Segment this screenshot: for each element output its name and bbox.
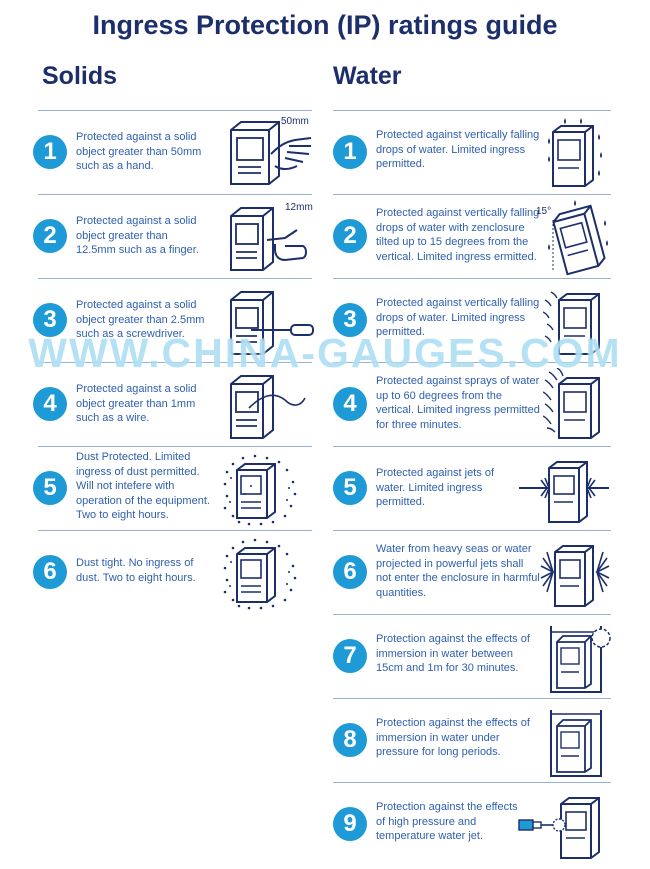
solids-item: 5 Dust Protected. Limited ingress of dus… xyxy=(33,446,313,530)
divider xyxy=(333,530,611,531)
rating-number-badge: 3 xyxy=(33,303,67,337)
screwdriver-icon xyxy=(223,284,318,360)
divider xyxy=(333,698,611,699)
rating-number-badge: 4 xyxy=(33,387,67,421)
high-pressure-jet-icon xyxy=(513,788,611,864)
finger-icon xyxy=(223,200,318,276)
tilted-drops-icon xyxy=(547,200,611,276)
rating-description: Protected against a solid object greater… xyxy=(76,299,205,341)
rating-description: Dust tight. No ingress of dust. Two to e… xyxy=(76,557,196,584)
rating-description: Protected against sprays of water up to … xyxy=(376,375,540,431)
water-item: 6 Water from heavy seas or water project… xyxy=(333,530,613,614)
divider xyxy=(333,446,611,447)
spray-side-icon xyxy=(543,284,609,360)
rating-number-badge: 5 xyxy=(33,471,67,505)
rating-number-badge: 8 xyxy=(333,723,367,757)
falling-drops-icon xyxy=(545,116,607,192)
rating-number-badge: 6 xyxy=(333,555,367,589)
solids-item: 4 Protected against a solid object great… xyxy=(33,362,313,446)
divider xyxy=(38,278,312,279)
dust-tight-icon xyxy=(221,536,301,612)
dust-icon xyxy=(221,452,301,528)
solids-heading: Solids xyxy=(42,62,118,90)
rating-description: Protection against the effects of high p… xyxy=(376,801,518,843)
page-title: Ingress Protection (IP) ratings guide xyxy=(92,10,558,40)
rating-description: Protected against vertically falling dro… xyxy=(376,297,540,339)
divider xyxy=(333,110,611,111)
solids-item: 3 Protected against a solid object great… xyxy=(33,278,314,362)
rating-description: Protected against a solid object greater… xyxy=(76,215,199,257)
rating-number-badge: 4 xyxy=(333,387,367,421)
immersion-icon xyxy=(547,618,613,696)
water-item: 3 Protected against vertically falling d… xyxy=(333,278,613,362)
divider xyxy=(38,362,312,363)
rating-number-badge: 9 xyxy=(333,807,367,841)
water-item: 7 Protection against the effects of imme… xyxy=(333,614,613,698)
rating-description: Protection against the effects of immers… xyxy=(376,717,530,759)
water-item: 2 Protected against vertically falling d… xyxy=(333,194,613,278)
rating-description: Protected against a solid object greater… xyxy=(76,383,197,425)
size-label: 12mm xyxy=(285,202,313,213)
rating-description: Protected against jets of water. Limited… xyxy=(376,467,495,509)
divider xyxy=(38,530,312,531)
divider xyxy=(333,278,611,279)
rating-number-badge: 3 xyxy=(333,303,367,337)
solids-item: 1 Protected against a solid object great… xyxy=(33,110,313,194)
divider xyxy=(333,614,611,615)
angle-label: 15° xyxy=(536,206,552,217)
rating-number-badge: 1 xyxy=(33,135,67,169)
rating-number-badge: 1 xyxy=(333,135,367,169)
rating-description: Water from heavy seas or water projected… xyxy=(376,543,540,599)
rating-number-badge: 2 xyxy=(333,219,367,253)
water-item: 5 Protected against jets of water. Limit… xyxy=(333,446,613,530)
powerful-jets-icon xyxy=(539,536,611,612)
divider xyxy=(333,362,611,363)
rating-number-badge: 2 xyxy=(33,219,67,253)
rating-description: Protected against vertically falling dro… xyxy=(376,207,540,263)
rating-number-badge: 7 xyxy=(333,639,367,673)
solids-item: 6 Dust tight. No ingress of dust. Two to… xyxy=(33,530,313,614)
divider xyxy=(38,446,312,447)
rating-number-badge: 5 xyxy=(333,471,367,505)
wire-icon xyxy=(223,368,318,444)
submersion-icon xyxy=(547,702,607,780)
rating-description: Protected against a solid object greater… xyxy=(76,131,202,173)
sprays-icon xyxy=(543,368,609,444)
water-item: 9 Protection against the effects of high… xyxy=(333,782,613,866)
divider xyxy=(333,194,611,195)
divider xyxy=(38,110,312,111)
water-item: 1 Protected against vertically falling d… xyxy=(333,110,613,194)
water-item: 4 Protected against sprays of water up t… xyxy=(333,362,613,446)
divider xyxy=(333,782,611,783)
water-item: 8 Protection against the effects of imme… xyxy=(333,698,613,782)
rating-description: Protection against the effects of immers… xyxy=(376,633,530,675)
rating-description: Dust Protected. Limited ingress of dust … xyxy=(76,451,210,522)
hand-icon xyxy=(223,112,318,192)
rating-description: Protected against vertically falling dro… xyxy=(376,129,540,171)
size-label: 50mm xyxy=(281,116,309,127)
divider xyxy=(38,194,312,195)
jets-icon xyxy=(515,452,611,528)
water-heading: Water xyxy=(333,62,402,90)
solids-item: 2 Protected against a solid object great… xyxy=(33,194,313,278)
rating-number-badge: 6 xyxy=(33,555,67,589)
